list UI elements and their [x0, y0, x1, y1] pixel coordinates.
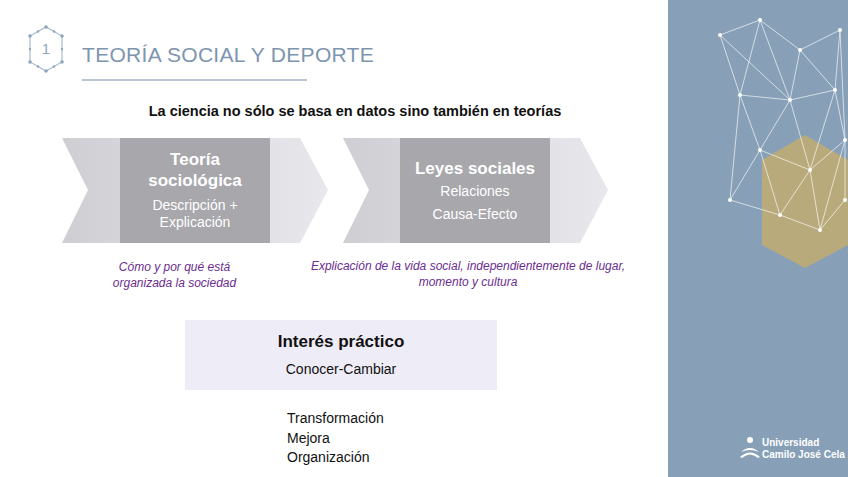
logo-text: Camilo José Cela: [762, 448, 846, 461]
gold-hexagon: [762, 135, 848, 268]
logo-text: Universidad: [762, 436, 846, 449]
title-underline: [82, 79, 307, 81]
subtitle: La ciencia no sólo se basa en datos sino…: [100, 102, 610, 121]
box-body: Causa-Efecto: [433, 206, 518, 223]
number-hexagon: [30, 27, 62, 71]
box-heading: Leyes sociales: [415, 159, 535, 179]
box-body: Descripción + Explicación: [128, 197, 262, 231]
section-number: 1: [30, 36, 62, 62]
chevron-arrow: [343, 138, 608, 243]
box-heading: Interés práctico: [278, 332, 405, 352]
side-panel: [668, 0, 848, 477]
chevron-arrow: [62, 138, 328, 243]
practice-box: Interés prácticoConocer-Cambiar: [185, 320, 497, 390]
caption-note: Cómo y por qué está organizada la socied…: [92, 260, 257, 291]
hexagon-dots: [28, 25, 64, 73]
list-item: Mejora: [287, 429, 447, 447]
box-heading: Teoría sociológica: [128, 150, 262, 191]
network-lines: [718, 18, 847, 232]
theory-box: Teoría sociológicaDescripción + Explicac…: [120, 138, 270, 243]
logo-icon: [740, 437, 760, 458]
box-body: Conocer-Cambiar: [286, 361, 396, 378]
law-box: Leyes socialesRelacionesCausa-Efecto: [400, 138, 550, 243]
caption-note: Explicación de la vida social, independi…: [308, 259, 628, 290]
box-body: Relaciones: [440, 183, 509, 200]
list-item: Transformación: [287, 409, 447, 427]
box-heading: 1: [42, 40, 50, 58]
list-item: Organización: [287, 448, 447, 466]
slide-title: TEORÍA SOCIAL Y DEPORTE: [82, 43, 374, 67]
